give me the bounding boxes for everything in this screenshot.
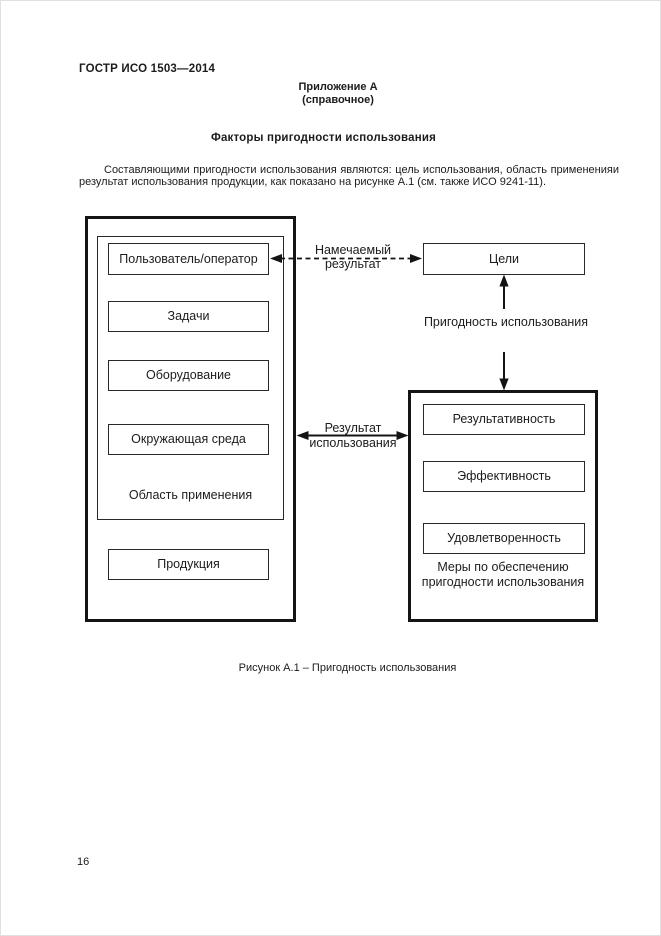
box-user-operator-label: Пользователь/оператор [119, 251, 258, 266]
box-satisfaction-label: Удовлетворенность [447, 531, 561, 545]
measures-label-line2: пригодности использования [421, 574, 585, 589]
measures-label: Меры по обеспечению пригодности использо… [408, 560, 598, 589]
page-number: 16 [77, 856, 90, 868]
box-product-label: Продукция [157, 557, 220, 571]
box-environment: Окружающая среда [108, 424, 269, 455]
box-equipment: Оборудование [108, 360, 269, 391]
paragraph-line-1: Составляющими пригодности использования … [104, 164, 619, 176]
box-effectiveness-label: Результативность [452, 412, 556, 426]
measures-label-line1: Меры по обеспечению [437, 560, 569, 574]
box-goals: Цели [423, 243, 585, 275]
doc-code: ГОСТР ИСО 1503—2014 [79, 63, 216, 75]
body-paragraph: Составляющими пригодности использования … [79, 164, 619, 189]
box-tasks-label: Задачи [167, 309, 210, 323]
figure-caption: Рисунок А.1 – Пригодность использования [238, 662, 457, 674]
box-equipment-label: Оборудование [145, 368, 232, 382]
box-satisfaction: Удовлетворенность [423, 523, 585, 554]
usage-result-label: Результат использования [293, 421, 413, 450]
appendix-title: Приложение А [298, 81, 378, 93]
appendix-heading: Приложение А (справочное) [14, 81, 660, 107]
usage-result-line1: Результат [324, 421, 382, 435]
box-effectiveness: Результативность [423, 404, 585, 435]
usability-arrow [499, 274, 509, 391]
section-title: Факторы пригодности использования [210, 132, 437, 144]
box-tasks: Задачи [108, 301, 269, 332]
usability-label: Пригодность использования [423, 315, 589, 329]
box-user-operator: Пользователь/оператор [108, 243, 269, 275]
box-environment-label: Окружающая среда [131, 432, 246, 446]
box-efficiency: Эффективность [423, 461, 585, 492]
intended-result-line1: Намечаемый [314, 243, 392, 257]
application-area-label: Область применения [128, 488, 253, 502]
box-goals-label: Цели [488, 251, 520, 266]
box-product: Продукция [108, 549, 269, 580]
usage-result-line2: использования [309, 435, 397, 450]
box-efficiency-label: Эффективность [457, 469, 551, 483]
intended-result-label: Намечаемый результат [292, 243, 414, 271]
appendix-type: (справочное) [302, 94, 374, 106]
intended-result-line2: результат [324, 256, 381, 271]
paragraph-line-2: результат использования продукции, как п… [79, 175, 547, 188]
